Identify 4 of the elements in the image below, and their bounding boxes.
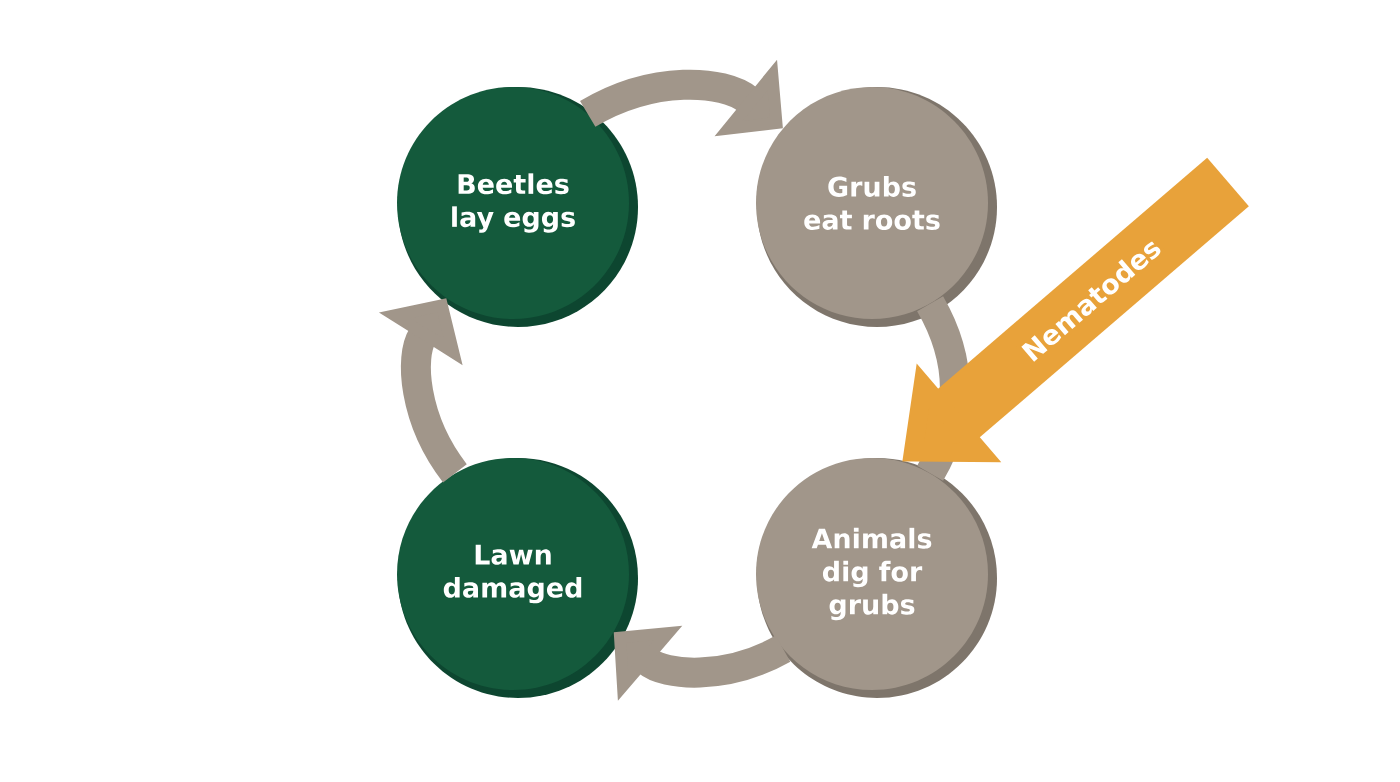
circle-node: Lawn damaged: [397, 458, 638, 698]
circle-node: Beetles lay eggs: [397, 87, 638, 327]
circle-node: Animals dig for grubs: [756, 458, 997, 698]
circle-node: Grubs eat roots: [756, 87, 997, 327]
